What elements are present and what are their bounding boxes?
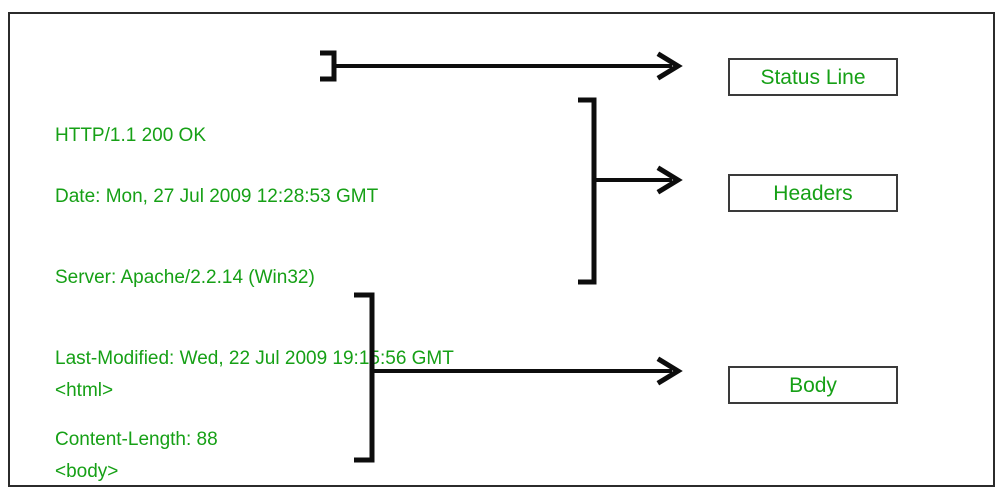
status-line-row: HTTP/1.1 200 OK [55, 125, 207, 146]
body-row-html-open: <html> [55, 380, 114, 401]
label-box-headers-text: Headers [773, 181, 853, 205]
body-row-body-open: <body> [55, 461, 119, 482]
label-box-status-line-text: Status Line [760, 65, 866, 89]
header-row-content-length: Content-Length: 88 [55, 429, 218, 450]
label-box-body: Body [728, 366, 898, 404]
label-box-status-line: Status Line [728, 58, 898, 96]
label-box-body-text: Body [789, 373, 837, 397]
label-box-headers: Headers [728, 174, 898, 212]
headers-text-block: Date: Mon, 27 Jul 2009 12:28:53 GMT Serv… [55, 129, 454, 499]
diagram-frame: HTTP/1.1 200 OK Date: Mon, 27 Jul 2009 1… [8, 12, 995, 487]
body-text-block: <html> <body> <h1>Hello, World!</h1> </b… [55, 323, 255, 499]
header-row-date: Date: Mon, 27 Jul 2009 12:28:53 GMT [55, 186, 379, 207]
header-row-server: Server: Apache/2.2.14 (Win32) [55, 267, 315, 288]
status-line-text-block: HTTP/1.1 200 OK [55, 68, 206, 203]
